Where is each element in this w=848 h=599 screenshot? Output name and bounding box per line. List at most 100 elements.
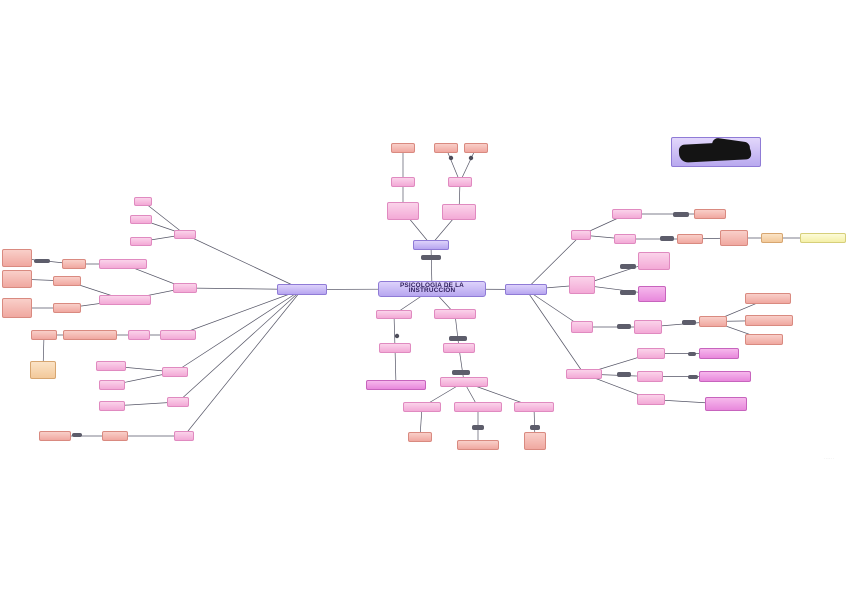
topic-node[interactable] <box>413 240 449 250</box>
topic-node[interactable] <box>53 303 81 313</box>
topic-node[interactable] <box>448 177 472 187</box>
topic-node[interactable] <box>566 369 602 379</box>
topic-node[interactable] <box>699 371 751 382</box>
topic-node[interactable] <box>162 367 188 377</box>
topic-node[interactable] <box>745 334 783 345</box>
topic-node[interactable] <box>434 143 458 153</box>
topic-node[interactable] <box>464 143 488 153</box>
topic-node[interactable] <box>638 252 670 270</box>
topic-node[interactable] <box>31 330 57 340</box>
connector-line <box>184 234 303 290</box>
topic-node[interactable] <box>379 343 411 353</box>
topic-node[interactable] <box>454 402 502 412</box>
link-tag <box>617 324 631 329</box>
topic-node[interactable] <box>134 197 152 206</box>
topic-node[interactable] <box>457 440 499 450</box>
connector-line <box>525 234 582 290</box>
topic-node[interactable] <box>173 283 197 293</box>
topic-node[interactable] <box>443 343 475 353</box>
topic-node[interactable] <box>30 361 56 379</box>
link-tag <box>660 236 674 241</box>
topic-node[interactable] <box>174 230 196 239</box>
topic-node[interactable] <box>174 431 194 441</box>
topic-node[interactable] <box>376 310 412 319</box>
topic-node[interactable] <box>720 230 748 246</box>
topic-node[interactable] <box>99 380 125 390</box>
link-tag <box>472 425 484 430</box>
topic-node[interactable] <box>128 330 150 340</box>
link-tag <box>688 375 698 379</box>
topic-node[interactable] <box>694 209 726 219</box>
topic-node[interactable] <box>699 348 739 359</box>
topic-node[interactable] <box>638 286 666 302</box>
redacted-label-box <box>671 137 761 167</box>
topic-node[interactable] <box>745 293 791 304</box>
link-tag <box>673 212 689 217</box>
topic-node[interactable] <box>2 298 32 318</box>
topic-node[interactable] <box>130 215 152 224</box>
connector-dot <box>448 155 454 161</box>
connector-line <box>174 289 303 373</box>
link-tag <box>449 336 467 341</box>
topic-node[interactable] <box>62 259 86 269</box>
topic-node[interactable] <box>569 276 595 294</box>
topic-node[interactable] <box>102 431 128 441</box>
topic-node[interactable] <box>387 202 419 220</box>
topic-node[interactable] <box>99 259 147 269</box>
topic-node[interactable] <box>39 431 71 441</box>
topic-node[interactable] <box>637 348 665 359</box>
topic-node[interactable] <box>434 309 476 319</box>
topic-node[interactable] <box>637 371 663 382</box>
topic-node[interactable] <box>99 401 125 411</box>
topic-node[interactable] <box>96 361 126 371</box>
topic-node[interactable] <box>699 316 727 327</box>
topic-node[interactable] <box>571 230 591 240</box>
topic-node[interactable] <box>391 143 415 153</box>
topic-node[interactable] <box>442 204 476 220</box>
topic-node[interactable] <box>403 402 441 412</box>
topic-node[interactable] <box>2 249 32 267</box>
topic-node[interactable] <box>677 234 703 244</box>
connector-line <box>177 289 303 403</box>
topic-node[interactable] <box>167 397 189 407</box>
link-tag <box>688 352 696 356</box>
topic-node[interactable] <box>130 237 152 246</box>
connector-line <box>142 201 186 235</box>
topic-node[interactable] <box>505 284 547 295</box>
footer-text: · · · · · · <box>823 456 834 460</box>
topic-node[interactable] <box>2 270 32 288</box>
link-tag <box>682 320 696 325</box>
topic-node[interactable] <box>160 330 196 340</box>
central-topic-node[interactable]: PSICOLOGÍA DE LA INSTRUCCIÓN <box>378 281 486 297</box>
topic-node[interactable] <box>440 377 488 387</box>
link-tag <box>617 372 631 377</box>
topic-node[interactable] <box>366 380 426 390</box>
topic-node[interactable] <box>277 284 327 295</box>
topic-node[interactable] <box>391 177 415 187</box>
topic-node[interactable] <box>63 330 117 340</box>
topic-node[interactable] <box>612 209 642 219</box>
topic-node[interactable] <box>761 233 783 243</box>
topic-node[interactable] <box>634 320 662 334</box>
topic-node[interactable] <box>571 321 593 333</box>
connector-line <box>183 289 303 437</box>
link-tag <box>620 264 636 269</box>
topic-node[interactable] <box>637 394 665 405</box>
topic-node[interactable] <box>745 315 793 326</box>
connector-dot <box>394 333 400 339</box>
connector-line <box>454 313 460 349</box>
connector-line <box>445 147 461 183</box>
link-tag <box>421 255 441 260</box>
connector-line <box>458 347 465 383</box>
topic-node[interactable] <box>99 295 151 305</box>
topic-node[interactable] <box>524 432 546 450</box>
link-tag <box>620 290 636 295</box>
topic-node[interactable] <box>614 234 636 244</box>
topic-node[interactable] <box>53 276 81 286</box>
topic-node[interactable] <box>514 402 554 412</box>
topic-node[interactable] <box>705 397 747 411</box>
topic-node[interactable] <box>800 233 846 243</box>
connector-line <box>393 314 396 349</box>
topic-node[interactable] <box>408 432 432 442</box>
